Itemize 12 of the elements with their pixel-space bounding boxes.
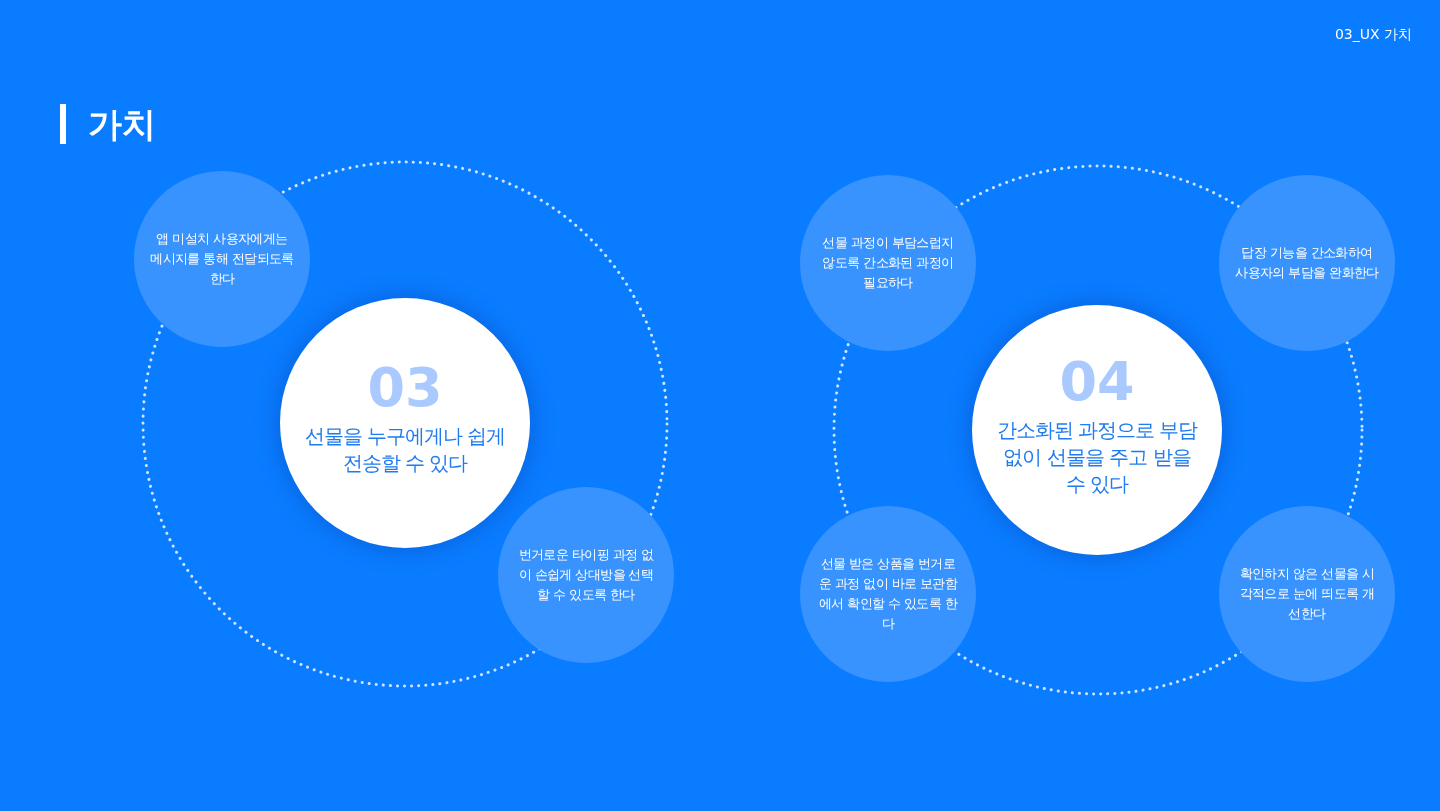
detail-text: 번거로운 타이핑 과정 없이 손쉽게 상대방을 선택할 수 있도록 한다 (517, 546, 655, 604)
value-statement: 간소화된 과정으로 부담없이 선물을 주고 받을 수 있다 (995, 416, 1199, 498)
section-label: 03_UX 가치 (1334, 26, 1412, 44)
detail-text: 선물 받은 상품을 번거로운 과정 없이 바로 보관함에서 확인할 수 있도록 한다 (817, 555, 959, 633)
detail-text: 확인하지 않은 선물을 시각적으로 눈에 띄도록 개선한다 (1238, 565, 1376, 623)
value-statement: 선물을 누구에게나 쉽게 전송할 수 있다 (303, 423, 507, 477)
detail-text: 답장 기능을 간소화하여 사용자의 부담을 완화한다 (1235, 244, 1379, 282)
detail-text: 선물 과정이 부담스럽지 않도록 간소화된 과정이 필요하다 (821, 234, 955, 292)
section-number: 04 (1059, 352, 1135, 411)
section-number: 03 (367, 359, 443, 417)
page-title: 가치 (88, 103, 156, 146)
detail-text: 앱 미설치 사용자에게는 메시지를 통해 전달되도록 한다 (150, 230, 294, 288)
